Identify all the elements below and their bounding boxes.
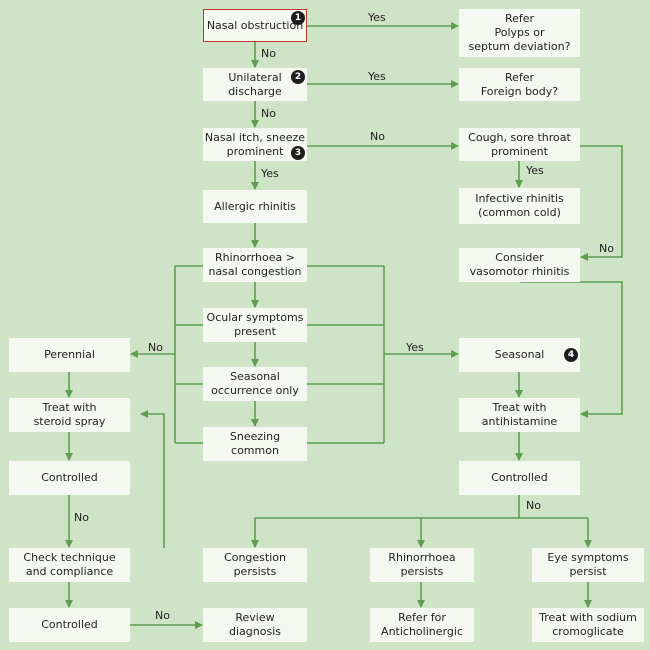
node-controlled-bottom: Controlled bbox=[9, 608, 130, 642]
step-badge-2: 2 bbox=[291, 70, 305, 84]
node-label: Infective rhinitis (common cold) bbox=[475, 192, 564, 219]
node-antihistamine: Treat with antihistamine bbox=[459, 398, 580, 432]
node-rhinorrhoea-gt-congestion: Rhinorrhoea > nasal congestion bbox=[203, 248, 307, 282]
node-label: Controlled bbox=[41, 618, 98, 631]
node-label: Seasonal bbox=[494, 348, 545, 361]
edge-label-yes: Yes bbox=[261, 167, 279, 180]
node-label: Sneezing common bbox=[229, 430, 281, 457]
edge-label-no: No bbox=[261, 107, 276, 120]
node-review-diagnosis: Review diagnosis bbox=[203, 608, 307, 642]
connector-8 bbox=[580, 145, 623, 261]
node-label: Refer Polyps or septum deviation? bbox=[468, 12, 571, 53]
node-ocular-symptoms: Ocular symptoms present bbox=[203, 308, 307, 342]
edge-label-no: No bbox=[148, 341, 163, 354]
edge-label-no: No bbox=[261, 47, 276, 60]
node-controlled-right: Controlled bbox=[459, 461, 580, 495]
node-label: Rhinorrhoea persists bbox=[388, 551, 456, 578]
node-label: Treat with sodium cromoglicate bbox=[539, 611, 637, 638]
edge-label-no: No bbox=[526, 499, 541, 512]
step-badge-3: 3 bbox=[291, 146, 305, 160]
node-congestion-persists: Congestion persists bbox=[203, 548, 307, 582]
node-unilateral-discharge: Unilateral discharge bbox=[203, 68, 307, 101]
node-perennial: Perennial bbox=[9, 338, 130, 372]
node-nasal-itch: Nasal itch, sneeze prominent bbox=[203, 128, 307, 161]
node-label: Treat with antihistamine bbox=[481, 401, 558, 428]
node-label: Refer for Anticholinergic bbox=[381, 611, 463, 638]
node-label: Seasonal occurrence only bbox=[211, 370, 299, 397]
node-label: Congestion persists bbox=[224, 551, 286, 578]
node-label: Controlled bbox=[41, 471, 98, 484]
node-label: Nasal obstruction bbox=[206, 18, 304, 32]
node-seasonal-occurrence: Seasonal occurrence only bbox=[203, 367, 307, 401]
node-seasonal: Seasonal bbox=[459, 338, 580, 372]
node-label: Check technique and compliance bbox=[23, 551, 116, 578]
edge-label-yes: Yes bbox=[526, 164, 544, 177]
node-label: Rhinorrhoea > nasal congestion bbox=[208, 251, 302, 278]
node-label: Review diagnosis bbox=[229, 611, 281, 638]
node-infective-rhinitis: Infective rhinitis (common cold) bbox=[459, 188, 580, 224]
node-refer-anticholinergic: Refer for Anticholinergic bbox=[370, 608, 474, 642]
step-badge-1: 1 bbox=[291, 11, 305, 25]
node-allergic-rhinitis: Allergic rhinitis bbox=[203, 190, 307, 223]
node-vasomotor: Consider vasomotor rhinitis bbox=[459, 248, 580, 282]
connector-24 bbox=[520, 281, 623, 418]
edge-label-yes: Yes bbox=[406, 341, 424, 354]
edge-label-yes: Yes bbox=[368, 70, 386, 83]
edge-label-no: No bbox=[370, 130, 385, 143]
node-label: Allergic rhinitis bbox=[214, 199, 296, 213]
node-label: Treat with steroid spray bbox=[33, 401, 106, 428]
edge-label-no: No bbox=[155, 609, 170, 622]
node-label: Ocular symptoms present bbox=[206, 311, 304, 338]
node-label: Refer Foreign body? bbox=[480, 70, 559, 98]
node-cough: Cough, sore throat prominent bbox=[459, 128, 580, 161]
edge-label-no: No bbox=[599, 242, 614, 255]
node-eye-symptoms: Eye symptoms persist bbox=[532, 548, 644, 582]
node-steroid-spray: Treat with steroid spray bbox=[9, 398, 130, 432]
node-refer-polyps: Refer Polyps or septum deviation? bbox=[459, 9, 580, 57]
node-label: Nasal itch, sneeze prominent bbox=[204, 130, 306, 158]
connector-13 bbox=[174, 265, 203, 444]
edge-label-yes: Yes bbox=[368, 11, 386, 24]
node-label: Eye symptoms persist bbox=[547, 551, 629, 578]
node-cromoglicate: Treat with sodium cromoglicate bbox=[532, 608, 644, 642]
node-sneezing-common: Sneezing common bbox=[203, 427, 307, 461]
node-label: Controlled bbox=[491, 471, 548, 484]
node-controlled-left: Controlled bbox=[9, 461, 130, 495]
node-nasal-obstruction: Nasal obstruction bbox=[203, 9, 307, 42]
node-refer-foreign-body: Refer Foreign body? bbox=[459, 68, 580, 101]
node-rhinorrhoea-persists: Rhinorrhoea persists bbox=[370, 548, 474, 582]
node-check-technique: Check technique and compliance bbox=[9, 548, 130, 582]
node-label: Consider vasomotor rhinitis bbox=[469, 251, 570, 278]
edge-label-no: No bbox=[74, 511, 89, 524]
node-label: Perennial bbox=[44, 348, 95, 361]
connector-25 bbox=[140, 410, 165, 548]
node-label: Cough, sore throat prominent bbox=[468, 130, 571, 158]
connector-14 bbox=[307, 265, 385, 444]
node-label: Unilateral discharge bbox=[228, 70, 282, 98]
step-badge-4: 4 bbox=[564, 348, 578, 362]
